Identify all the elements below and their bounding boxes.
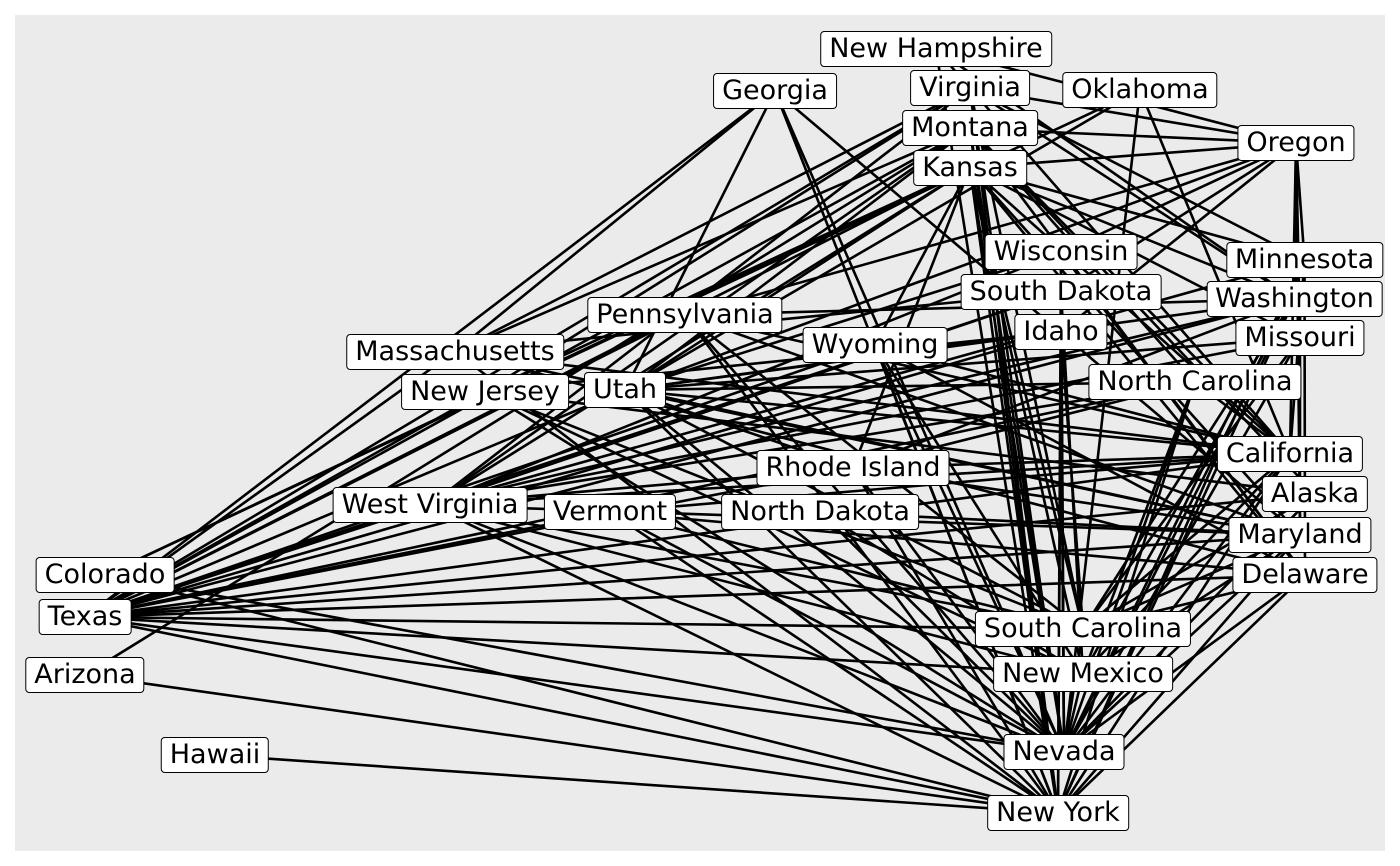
- edge-texas-rhode-island: [83, 466, 855, 619]
- node-label-new-jersey[interactable]: New Jersey: [401, 373, 569, 410]
- edge-colorado-nevada: [103, 573, 1066, 754]
- edge-california-south-carolina: [1081, 452, 1292, 631]
- edge-delaware-nevada: [1062, 573, 1307, 754]
- node-label-oregon[interactable]: Oregon: [1237, 125, 1355, 161]
- edge-west-virginia-new-york: [428, 503, 1060, 815]
- edge-layer: [83, 47, 1317, 815]
- edge-idaho-new-york: [1056, 330, 1063, 815]
- edge-texas-idaho: [83, 330, 1063, 619]
- edge-texas-california: [83, 452, 1292, 619]
- edge-utah-new-york: [623, 388, 1060, 815]
- edge-west-virginia-nevada: [428, 503, 1066, 754]
- node-label-wyoming[interactable]: Wyoming: [802, 327, 948, 363]
- node-label-new-york[interactable]: New York: [987, 795, 1129, 831]
- edge-idaho-new-jersey: [483, 330, 1063, 393]
- node-label-hawaii[interactable]: Hawaii: [160, 737, 270, 773]
- edge-rhode-island-washington: [851, 297, 1296, 470]
- edge-vermont-new-york: [608, 510, 1060, 815]
- node-label-minnesota[interactable]: Minnesota: [1225, 242, 1384, 278]
- node-label-wisconsin[interactable]: Wisconsin: [984, 234, 1138, 271]
- node-label-arizona[interactable]: Arizona: [25, 657, 145, 693]
- node-label-south-dakota[interactable]: South Dakota: [960, 273, 1162, 310]
- node-label-vermont[interactable]: Vermont: [543, 494, 677, 530]
- edge-texas-nevada: [83, 615, 1066, 754]
- node-label-delaware[interactable]: Delaware: [1232, 557, 1378, 593]
- edge-texas-maryland: [83, 533, 1302, 619]
- edge-virginia-west-virginia: [428, 87, 972, 507]
- edge-montana-massachusetts: [453, 127, 972, 353]
- node-label-montana[interactable]: Montana: [902, 110, 1038, 147]
- edge-north-dakota-new-mexico: [818, 510, 1085, 676]
- node-label-colorado[interactable]: Colorado: [35, 557, 175, 593]
- edge-wisconsin-west-virginia: [428, 251, 1063, 507]
- node-label-utah[interactable]: Utah: [583, 372, 667, 408]
- edge-montana-alaska: [968, 127, 1317, 496]
- edge-south-dakota-west-virginia: [428, 290, 1063, 507]
- edge-texas-new-mexico: [83, 615, 1085, 676]
- edge-new-jersey-alaska: [483, 390, 1317, 496]
- edge-texas-south-carolina: [83, 615, 1085, 631]
- node-label-missouri[interactable]: Missouri: [1235, 320, 1365, 356]
- node-label-virginia[interactable]: Virginia: [910, 70, 1030, 107]
- node-label-rhode-island[interactable]: Rhode Island: [756, 450, 950, 486]
- edge-oregon-utah: [623, 141, 1298, 392]
- edge-utah-washington: [623, 297, 1296, 392]
- edge-vermont-nevada: [608, 510, 1066, 754]
- edge-vermont-south-carolina: [608, 510, 1085, 631]
- node-label-west-virginia[interactable]: West Virginia: [332, 487, 528, 523]
- node-label-south-carolina[interactable]: South Carolina: [974, 611, 1192, 647]
- edge-colorado-new-york: [103, 573, 1060, 815]
- edge-virginia-new-york: [968, 87, 1060, 815]
- node-label-oklahoma[interactable]: Oklahoma: [1062, 72, 1218, 108]
- edge-west-virginia-north-carolina: [428, 380, 1197, 507]
- edge-massachusetts-california: [453, 350, 1292, 456]
- node-label-north-dakota[interactable]: North Dakota: [721, 494, 919, 530]
- edge-arizona-new-york: [83, 673, 1060, 815]
- node-label-kansas[interactable]: Kansas: [913, 149, 1027, 186]
- node-label-maryland[interactable]: Maryland: [1228, 517, 1372, 553]
- edge-texas-washington: [83, 297, 1296, 619]
- edge-new-jersey-nevada: [483, 390, 1066, 754]
- edge-georgia-massachusetts: [453, 89, 777, 353]
- edge-kansas-california: [968, 166, 1292, 456]
- edge-montana-utah: [623, 127, 972, 392]
- node-label-new-hampshire[interactable]: New Hampshire: [820, 31, 1052, 68]
- edge-texas-wyoming: [83, 343, 877, 619]
- edge-west-virginia-washington: [428, 297, 1296, 507]
- edge-massachusetts-new-york: [453, 350, 1060, 815]
- edge-idaho-south-carolina: [1059, 330, 1085, 631]
- node-label-alaska[interactable]: Alaska: [1261, 476, 1369, 512]
- edge-virginia-massachusetts: [453, 87, 972, 353]
- edge-california-nevada: [1062, 452, 1292, 754]
- edge-oklahoma-utah: [623, 88, 1142, 392]
- node-label-pennsylvania[interactable]: Pennsylvania: [587, 297, 783, 333]
- edge-north-dakota-nevada: [818, 510, 1066, 754]
- edge-texas-new-york: [83, 615, 1060, 815]
- node-label-texas[interactable]: Texas: [38, 599, 132, 635]
- node-label-idaho[interactable]: Idaho: [1014, 313, 1108, 350]
- node-label-new-mexico[interactable]: New Mexico: [993, 656, 1173, 692]
- node-label-massachusetts[interactable]: Massachusetts: [346, 333, 564, 370]
- node-label-georgia[interactable]: Georgia: [713, 73, 837, 109]
- edge-utah-california: [623, 388, 1292, 456]
- node-label-north-carolina[interactable]: North Carolina: [1088, 364, 1302, 400]
- node-label-nevada[interactable]: Nevada: [1003, 734, 1125, 770]
- edge-utah-missouri: [623, 336, 1302, 392]
- node-label-california[interactable]: California: [1216, 436, 1364, 472]
- edge-delaware-new-york: [1056, 573, 1307, 815]
- edge-hawaii-new-york: [213, 753, 1060, 815]
- edge-georgia-utah: [623, 89, 777, 392]
- node-label-washington[interactable]: Washington: [1206, 281, 1383, 317]
- edge-kansas-rhode-island: [851, 166, 972, 470]
